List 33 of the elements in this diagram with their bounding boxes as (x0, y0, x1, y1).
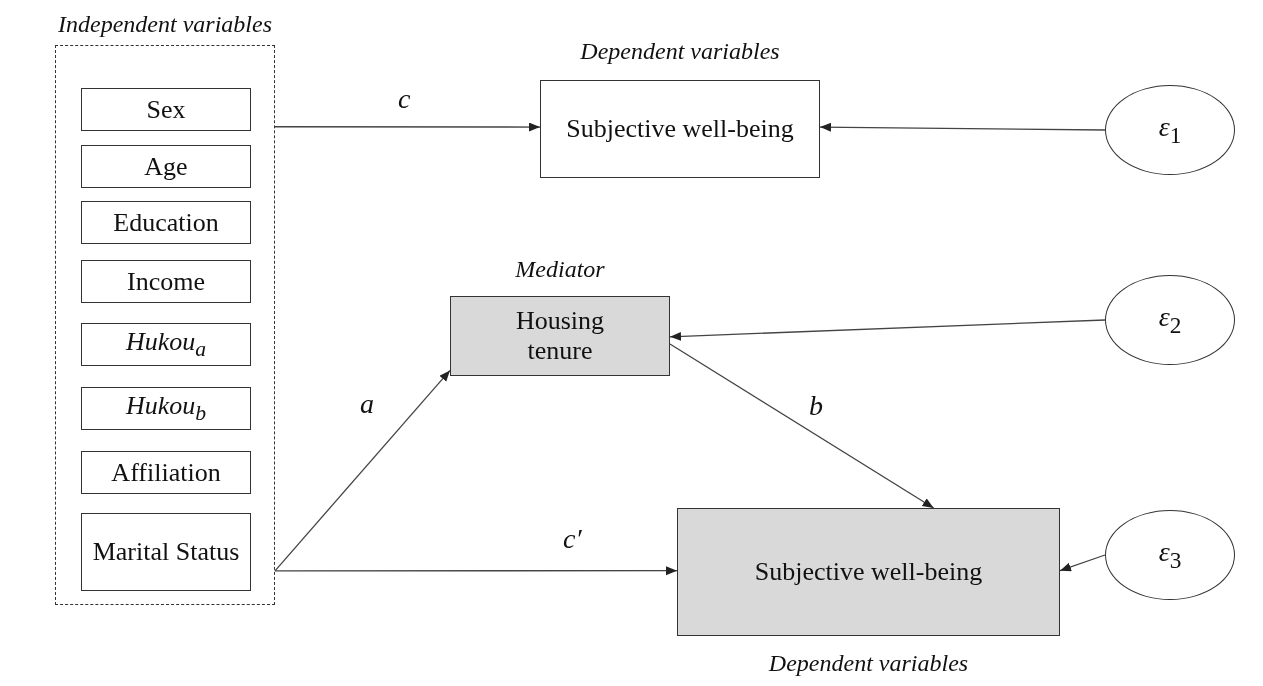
box-heading: Dependent variables (579, 38, 781, 65)
arrow (274, 566, 678, 576)
variable-box (81, 260, 251, 303)
arrow (669, 343, 935, 509)
variable-label: Education (113, 207, 219, 238)
variable-box (81, 145, 251, 188)
error-term-label: ε$_{1}$ (1158, 111, 1182, 149)
variable-label: Subjective well-being (754, 557, 983, 587)
arrow (669, 319, 1106, 341)
variable-label: Age (144, 151, 188, 182)
variable-label: Income (127, 266, 205, 297)
variable-label: Housing tenure (514, 306, 606, 366)
arrow (819, 122, 1106, 132)
arrow (274, 122, 541, 132)
variable-box (81, 201, 251, 244)
variable-box (81, 513, 251, 591)
variable-label: Affiliation (111, 457, 221, 488)
variable-box (81, 323, 251, 366)
variable-label: Hukou$_{a}$ (125, 326, 207, 363)
error-term-label: ε$_{3}$ (1158, 536, 1182, 574)
error-term-label: ε$_{2}$ (1158, 301, 1182, 339)
variable-label: Hukou$_{b}$ (125, 390, 207, 427)
arrow (274, 369, 451, 572)
box-heading: Dependent variables (767, 650, 970, 677)
variable-box (81, 451, 251, 494)
variable-label: Marital Status (92, 537, 240, 567)
variable-label: Subjective well-being (566, 114, 794, 144)
arrow (1059, 554, 1106, 572)
group-heading: Independent variables (57, 11, 273, 38)
variable-label: Sex (146, 94, 186, 125)
variable-box (81, 387, 251, 430)
box-heading: Mediator (514, 256, 606, 283)
variable-box (81, 88, 251, 131)
